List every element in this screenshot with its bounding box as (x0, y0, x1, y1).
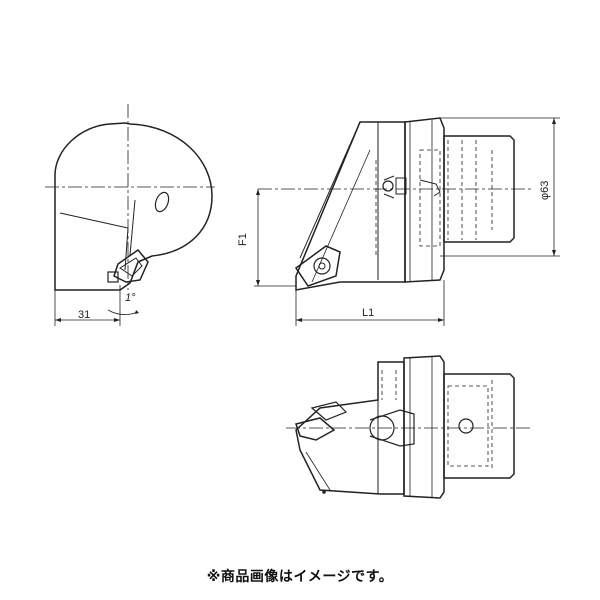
top-shank (443, 373, 515, 479)
front-face-line-3 (129, 199, 136, 256)
angle-arc (107, 309, 139, 315)
front-view (45, 104, 215, 326)
front-view-outline (54, 122, 213, 291)
front-face-line-2 (124, 227, 129, 271)
front-hole (154, 191, 170, 213)
side-shank (443, 135, 515, 243)
top-hidden-lines (381, 370, 493, 470)
side-insert (294, 245, 341, 287)
side-head (295, 121, 406, 291)
top-flange (403, 355, 445, 499)
angle-label: 1° (125, 292, 136, 304)
front-face-line (59, 212, 129, 229)
top-view (286, 355, 530, 499)
top-insert (295, 417, 336, 441)
top-shank-hole (458, 418, 474, 434)
dim-l1-label: L1 (362, 307, 374, 319)
side-flange (404, 117, 445, 283)
dim-diameter-label: φ63 (539, 181, 551, 200)
dim-f1-label: F1 (237, 233, 249, 246)
side-view (254, 117, 560, 326)
dim-31-label: 31 (78, 309, 90, 321)
side-hidden-lines (375, 140, 493, 255)
side-clamp-screw (382, 180, 394, 192)
front-insert (113, 248, 149, 283)
image-caption: ※商品画像はイメージです。 (206, 569, 394, 585)
